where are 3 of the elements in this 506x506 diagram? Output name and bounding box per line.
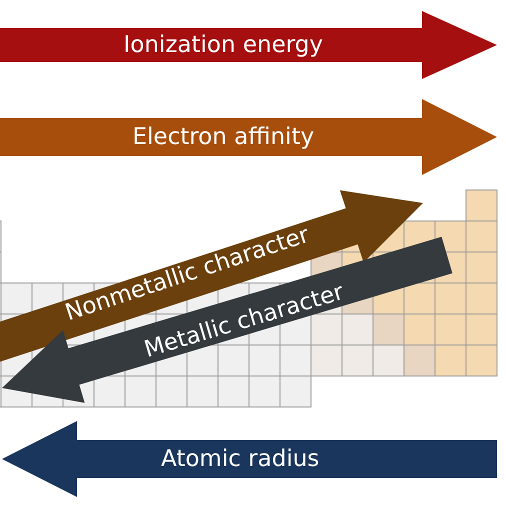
trend-label: Electron affinity [132, 126, 314, 148]
trend-label: Atomic radius [161, 448, 320, 470]
trend-label: Ionization energy [124, 34, 323, 56]
